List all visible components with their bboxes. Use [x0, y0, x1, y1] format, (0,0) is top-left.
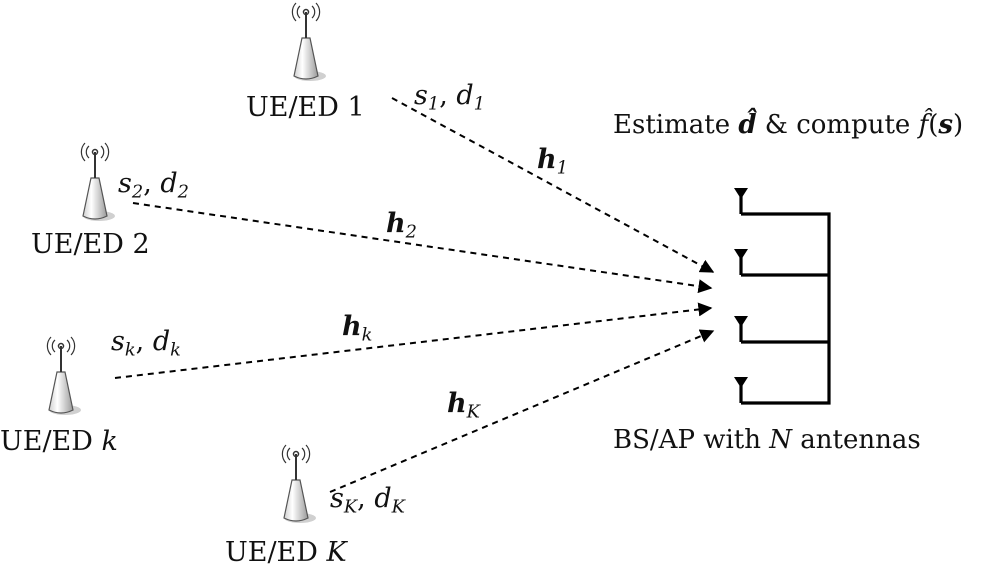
channel-label-K: hK: [447, 388, 480, 423]
ue1-antenna-icon: [291, 2, 326, 81]
ue2-signal-label: s2, d2: [118, 168, 190, 203]
ueK-signal-label: sK, dK: [330, 483, 405, 518]
ueK-label: UE/ED K: [225, 537, 347, 568]
channel-label-k: hk: [342, 311, 373, 346]
ue1-signal-label: s1, d1: [414, 80, 486, 115]
ue2-label: UE/ED 2: [31, 229, 150, 260]
channel-link-k: [114, 302, 713, 379]
uek-signal-label: sk, dk: [111, 326, 181, 361]
channel-label-1: h1: [537, 144, 568, 179]
channel-link-K: [329, 329, 715, 493]
channel-label-2: h2: [386, 208, 417, 243]
channel-link-1: [391, 97, 715, 273]
ue1-label: UE/ED 1: [246, 92, 365, 123]
bs-task-label: Estimate d̂ & compute f̂(s): [613, 110, 964, 140]
channel-link-2: [132, 202, 713, 294]
ueK-antenna-icon: [281, 444, 316, 523]
bs-label: BS/AP with N antennas: [613, 425, 921, 455]
bs-antenna-array: [734, 188, 831, 405]
uek-label: UE/ED k: [0, 426, 118, 457]
uek-antenna-icon: [46, 336, 81, 415]
ue2-antenna-icon: [80, 142, 115, 221]
